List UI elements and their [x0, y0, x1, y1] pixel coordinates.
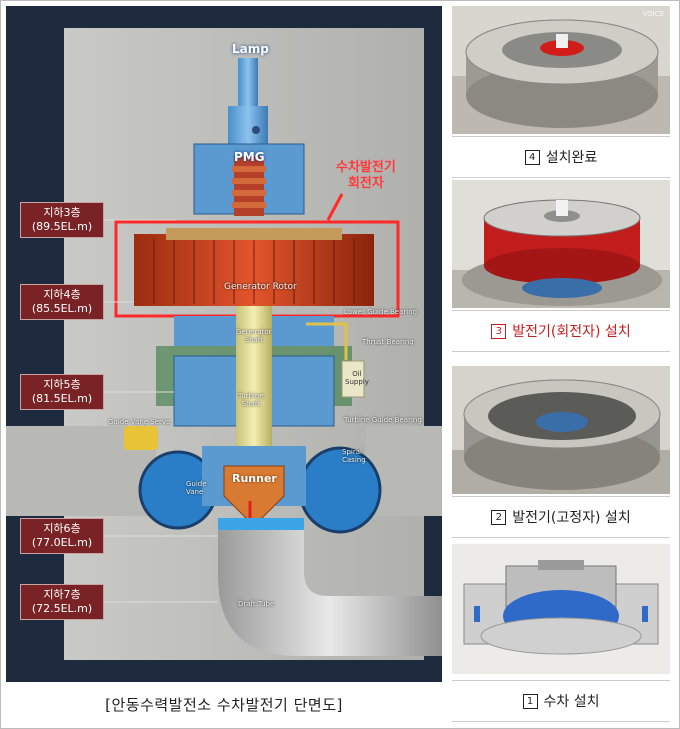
step-3-caption: 3 발전기(회전자) 설치	[452, 310, 670, 352]
cross-section-drawing	[6, 6, 442, 682]
floor-name: 지하4층	[43, 288, 81, 301]
floor-badge-b5: 지하5층 (81.5EL.m)	[20, 374, 104, 410]
floor-name: 지하3층	[43, 206, 81, 219]
guide-vane-servo-label: Guide Vane Servo	[108, 418, 171, 426]
diagram-caption: [안동수력발전소 수차발전기 단면도]	[105, 695, 343, 714]
lower-guide-label: Lower Guide Bearing	[344, 308, 418, 316]
floor-name: 지하5층	[43, 378, 81, 391]
lamp-label: Lamp	[232, 42, 269, 56]
floor-elevation: (89.5EL.m)	[31, 220, 93, 233]
floor-elevation: (77.0EL.m)	[31, 536, 93, 549]
spiral-casing-label: Spiral Casing	[342, 448, 366, 464]
shaft	[236, 306, 272, 456]
oil-supply-label: Oil Supply	[345, 370, 369, 386]
step-text: 발전기(고정자) 설치	[512, 510, 631, 526]
cross-section-diagram: Lamp PMG 수차발전기 회전자 Generator Rotor Gener…	[6, 6, 442, 682]
runner-label: Runner	[232, 472, 277, 485]
installation-steps: VOICE 4 설치완료 3 발전기(회전자) 설치	[448, 0, 674, 729]
draft-tube-label: Draft Tube	[238, 600, 275, 608]
step-1-caption: 1 수차 설치	[452, 680, 670, 722]
floor-name: 지하6층	[43, 522, 81, 535]
step-4-caption: 4 설치완료	[452, 136, 670, 178]
step-number-badge: 3	[491, 323, 507, 339]
thrust-bearing-label: Thrust Bearing	[362, 338, 414, 346]
step-number-badge: 4	[524, 149, 540, 165]
floor-name: 지하7층	[43, 588, 81, 601]
step-3-photo	[452, 180, 670, 308]
rotor-callout-label: 수차발전기 회전자	[336, 160, 396, 191]
turbine-shaft-label: Turbine Shaft	[238, 392, 264, 408]
step-2-caption: 2 발전기(고정자) 설치	[452, 496, 670, 538]
step-text: 발전기(회전자) 설치	[512, 324, 631, 340]
step-number-badge: 2	[491, 509, 507, 525]
floor-elevation: (72.5EL.m)	[31, 602, 93, 615]
floor-badge-b6: 지하6층 (77.0EL.m)	[20, 518, 104, 554]
floor-badge-b3: 지하3층 (89.5EL.m)	[20, 202, 104, 238]
turbine-guide-label: Turbine Guide Bearing	[344, 416, 422, 424]
step-2-photo	[452, 366, 670, 494]
watermark: VOICE	[642, 10, 664, 18]
step-text: 설치완료	[545, 150, 598, 166]
step-4-photo: VOICE	[452, 6, 670, 134]
floor-elevation: (81.5EL.m)	[31, 392, 93, 405]
draft-tube	[218, 526, 442, 656]
floor-badge-b4: 지하4층 (85.5EL.m)	[20, 284, 104, 320]
generator-shaft-label: Generator Shaft	[236, 328, 272, 344]
pmg-label: PMG	[234, 150, 265, 164]
step-number-badge: 1	[522, 693, 538, 709]
guide-vane-label: Guide Vane	[186, 480, 207, 496]
floor-elevation: (85.5EL.m)	[31, 302, 93, 315]
generator-rotor-label: Generator Rotor	[224, 282, 297, 292]
step-text: 수차 설치	[543, 694, 600, 710]
step-1-photo	[452, 544, 670, 674]
floor-badge-b7: 지하7층 (72.5EL.m)	[20, 584, 104, 620]
